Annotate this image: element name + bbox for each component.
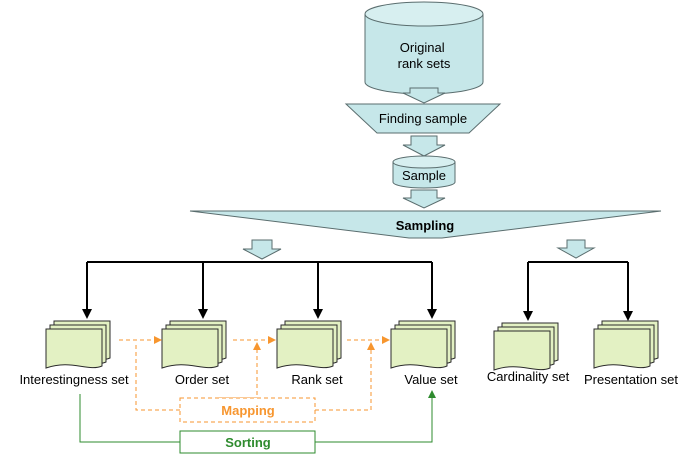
right-branch-connectors — [523, 261, 633, 321]
order-set-stack — [161, 320, 227, 369]
interestingness-set-label: Interestingness set — [19, 372, 129, 387]
value-set-label: Value set — [404, 372, 458, 387]
block-arrow-down-3 — [402, 189, 446, 209]
original-rank-sets-cylinder: Original rank sets — [364, 1, 484, 95]
sampling-funnel: Sampling — [189, 210, 662, 239]
sampling-label: Sampling — [396, 218, 455, 233]
mapping-box: Mapping — [179, 397, 316, 423]
cardinality-set-label: Cardinality set — [487, 369, 570, 384]
finding-sample-label: Finding sample — [379, 111, 467, 126]
cardinality-set-stack — [493, 322, 559, 371]
block-arrow-right-branch — [556, 239, 596, 259]
order-set-label: Order set — [175, 372, 230, 387]
sample-label: Sample — [402, 168, 446, 183]
presentation-set-stack — [593, 320, 659, 369]
original-rank-sets-label: Original rank sets — [398, 40, 451, 71]
sorting-label: Sorting — [225, 435, 271, 450]
value-set-stack — [390, 320, 456, 369]
finding-sample-funnel: Finding sample — [344, 103, 502, 134]
sorting-box: Sorting — [179, 430, 316, 454]
sorting-connectors — [79, 390, 436, 443]
interestingness-set-stack — [45, 320, 111, 369]
sample-cylinder: Sample — [392, 155, 456, 189]
rank-set-label: Rank set — [291, 372, 343, 387]
block-arrow-down-2 — [402, 135, 446, 157]
rank-set-stack — [276, 320, 342, 369]
mapping-label: Mapping — [221, 403, 274, 418]
block-arrow-left-branch — [242, 239, 282, 260]
block-arrow-down-1 — [402, 87, 446, 104]
left-branch-connectors — [82, 261, 437, 319]
presentation-set-label: Presentation set — [584, 372, 678, 387]
